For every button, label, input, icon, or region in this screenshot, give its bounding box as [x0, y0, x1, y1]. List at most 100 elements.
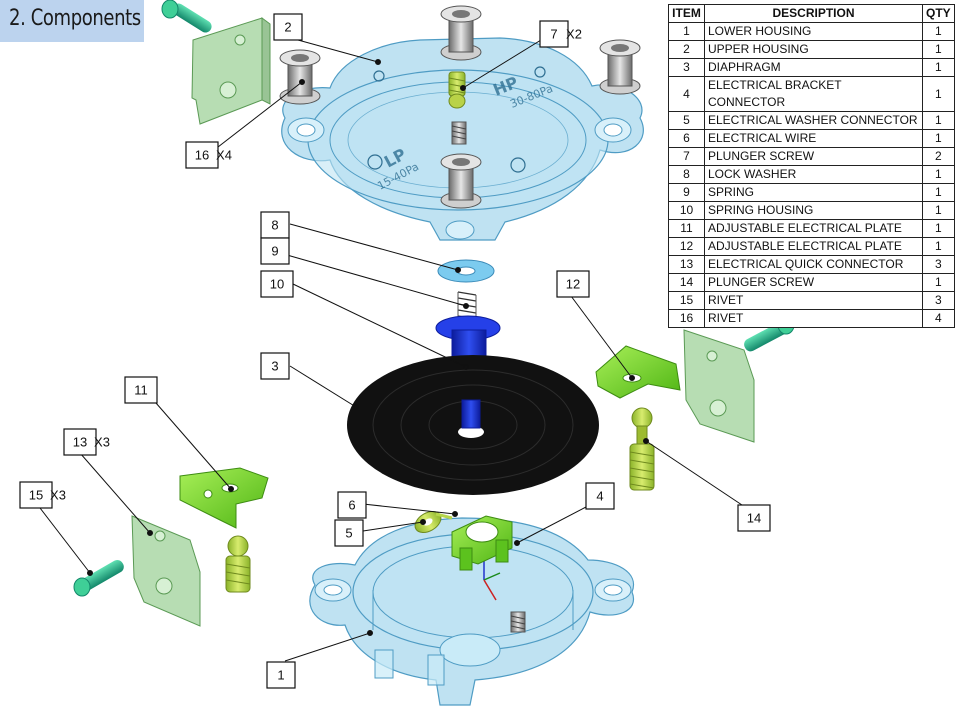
bom-quantity: 1: [922, 40, 955, 59]
electrical-wire-6: [435, 512, 453, 520]
quick-connector-icon: [225, 535, 251, 593]
bom-quantity: 1: [922, 183, 955, 202]
bom-description: RIVET: [704, 291, 923, 310]
bom-quantity: 3: [922, 291, 955, 310]
callout-3: 3: [260, 352, 290, 380]
callout-2: 2: [273, 13, 303, 41]
bom-quantity: 1: [922, 273, 955, 292]
bom-header-description: DESCRIPTION: [704, 4, 923, 23]
bom-item-number: 3: [668, 58, 705, 77]
bom-description: ADJUSTABLE ELECTRICAL PLATE: [704, 219, 923, 238]
callout-4: 4: [585, 482, 615, 510]
callout-box: [273, 13, 303, 41]
bom-item-number: 14: [668, 273, 705, 292]
bom-quantity: 2: [922, 147, 955, 166]
plunger-screw-14: [629, 407, 655, 491]
lower-housing-1: [309, 517, 635, 706]
callout-number: 16: [195, 148, 209, 163]
callout-box: [556, 270, 590, 298]
callout-box: [260, 352, 290, 380]
callout-16: 16 X4: [185, 141, 232, 169]
bom-quantity: 1: [922, 129, 955, 148]
bom-item-number: 10: [668, 201, 705, 220]
callout-number: 11: [134, 383, 148, 398]
bom-quantity: 4: [922, 309, 955, 328]
callout-10: 10: [260, 270, 294, 298]
callout-box: [185, 141, 219, 169]
callout-multiplier: X4: [216, 148, 232, 163]
callout-number: 13: [73, 435, 87, 450]
electrical-bracket-connector-4: [451, 515, 513, 571]
bom-item-number: 1: [668, 22, 705, 41]
upper-housing: LP 15-40Pa HP 30-80Pa: [281, 37, 644, 241]
callout-box: [260, 237, 290, 265]
bom-description: UPPER HOUSING: [704, 40, 923, 59]
callout-number: 1: [277, 668, 284, 683]
spring-seat-icon: [451, 121, 467, 145]
callout-number: 15: [29, 488, 43, 503]
bom-quantity: 1: [922, 237, 955, 256]
bom-description: SPRING: [704, 183, 923, 202]
callout-number: 14: [747, 511, 761, 526]
adjustable-electrical-plate-12: [595, 345, 681, 399]
spool-rivet-icon: [279, 49, 321, 105]
callout-number: 3: [271, 359, 278, 374]
callout-number: 4: [596, 489, 603, 504]
bom-item-number: 12: [668, 237, 705, 256]
bom-description: ADJUSTABLE ELECTRICAL PLATE: [704, 237, 923, 256]
bom-quantity: 1: [922, 201, 955, 220]
callout-box: [737, 504, 771, 532]
lock-washer-8: [437, 259, 495, 283]
bom-description: SPRING HOUSING: [704, 201, 923, 220]
callout-multiplier: X2: [566, 27, 582, 42]
right-plate-assembly: [683, 315, 795, 443]
bom-item-number: 6: [668, 129, 705, 148]
adjustable-electrical-plate-11: [179, 467, 269, 529]
top-left-plate-assembly: [161, 0, 271, 125]
callout-6: 6: [337, 491, 367, 519]
quick-connector-plate-assembly: [73, 515, 251, 627]
bom-description: PLUNGER SCREW: [704, 273, 923, 292]
bom-quantity: 1: [922, 76, 955, 112]
bom-quantity: 1: [922, 219, 955, 238]
bom-quantity: 1: [922, 165, 955, 184]
callout-number: 2: [284, 20, 291, 35]
callout-number: 8: [271, 218, 278, 233]
callout-8: 8: [260, 211, 290, 239]
callout-9: 9: [260, 237, 290, 265]
callout-number: 9: [271, 244, 278, 259]
callout-box: [63, 428, 97, 456]
bom-quantity: 1: [922, 111, 955, 130]
bom-item-number: 4: [668, 76, 705, 112]
callout-box: [19, 481, 53, 509]
page-title: 2. Components: [9, 6, 141, 31]
bom-item-number: 13: [668, 255, 705, 274]
rivet-16-group: [279, 5, 641, 209]
callout-14: 14: [737, 504, 771, 532]
bom-description: LOCK WASHER: [704, 165, 923, 184]
callout-number: 10: [270, 277, 284, 292]
callout-box: [585, 482, 615, 510]
bom-description: PLUNGER SCREW: [704, 147, 923, 166]
bom-quantity: 1: [922, 58, 955, 77]
title-banner: 2. Components: [0, 0, 144, 42]
callout-box: [124, 376, 158, 404]
callout-box: [337, 491, 367, 519]
callout-box: [260, 211, 290, 239]
callout-12: 12: [556, 270, 590, 298]
bom-quantity: 1: [922, 22, 955, 41]
bom-item-number: 9: [668, 183, 705, 202]
